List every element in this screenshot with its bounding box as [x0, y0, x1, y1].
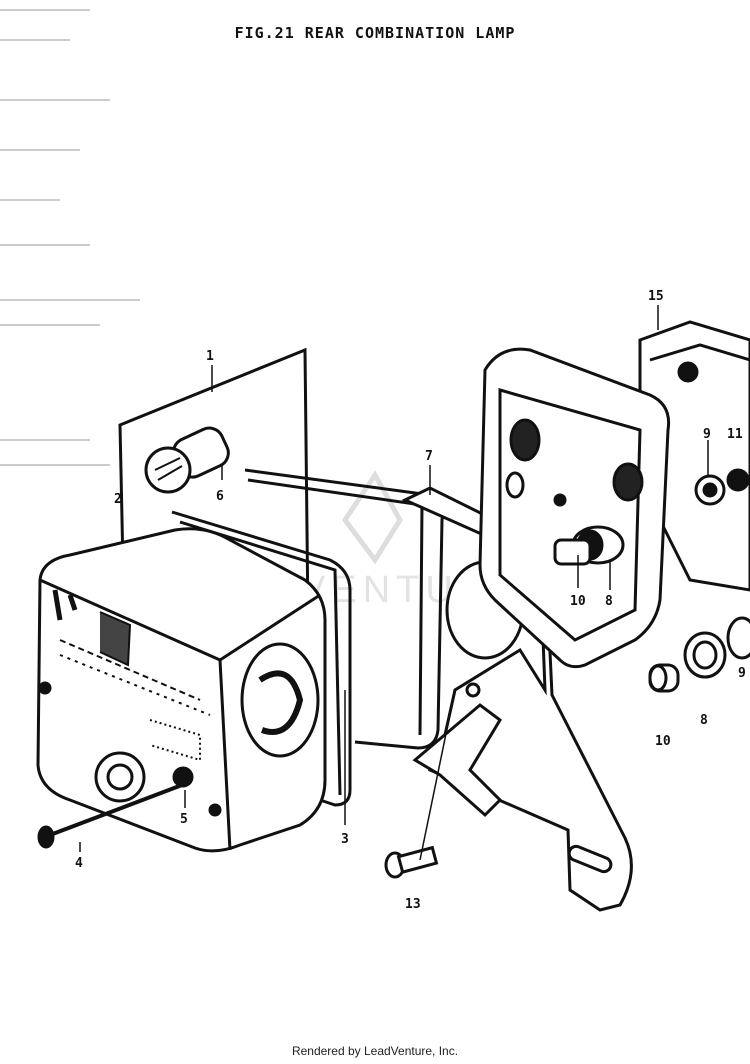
part-8-grommet — [683, 631, 727, 679]
footer-credit: Rendered by LeadVenture, Inc. — [291, 1044, 459, 1058]
callout-4: 4 — [75, 856, 83, 871]
scan-noise — [0, 9, 140, 466]
callout-11: 11 — [727, 427, 743, 442]
callout-9-upper: 9 — [703, 427, 711, 442]
callout-10-lower: 10 — [655, 734, 671, 749]
callout-1: 1 — [206, 349, 214, 364]
part-15-rear-frame — [638, 320, 750, 592]
part-6-bulb — [144, 426, 230, 494]
leader-lines — [79, 305, 709, 861]
callout-10-upper: 10 — [570, 594, 586, 609]
callout-15: 15 — [648, 289, 664, 304]
callout-7: 7 — [425, 449, 433, 464]
callout-6: 6 — [216, 489, 224, 504]
socket-plate — [478, 347, 671, 669]
callout-3: 3 — [341, 832, 349, 847]
callout-2: 2 — [114, 492, 122, 507]
part-10-collar — [648, 663, 680, 693]
figure-title: FIG.21 REAR COMBINATION LAMP — [234, 24, 516, 42]
lamp-lens-housing — [36, 527, 327, 853]
callout-13: 13 — [405, 897, 421, 912]
callout-9-lower: 9 — [738, 666, 746, 681]
part-4-long-screw — [37, 783, 183, 849]
part-13-screw — [384, 845, 439, 879]
callout-8-upper: 8 — [605, 594, 613, 609]
part-9-washer — [726, 616, 750, 660]
callout-8-lower: 8 — [700, 713, 708, 728]
callout-5: 5 — [180, 812, 188, 827]
